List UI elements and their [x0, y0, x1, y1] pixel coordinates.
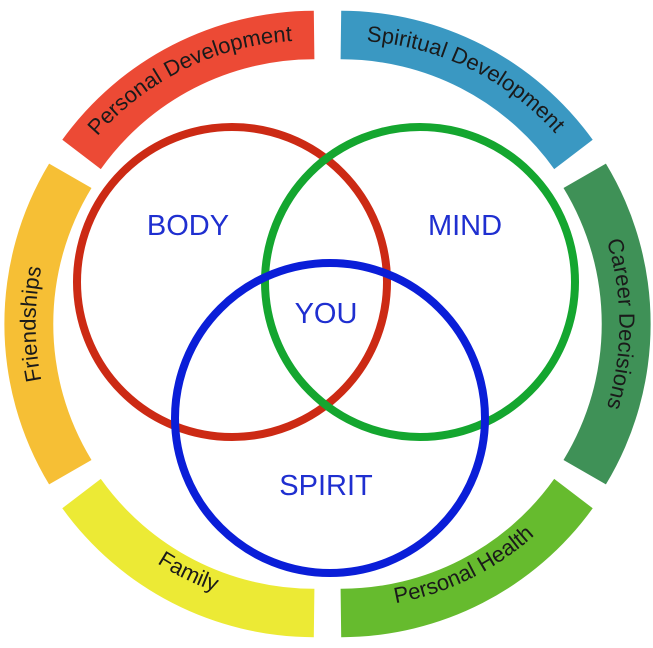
segment-career-decisions [563, 163, 651, 485]
spirit-circle [171, 259, 489, 577]
segment-personal-development [62, 10, 315, 170]
segment-spiritual-development [340, 10, 593, 170]
venn-labels: BODY MIND SPIRIT YOU [147, 210, 502, 502]
venn-circles [73, 123, 579, 577]
mind-circle [261, 123, 579, 441]
outer-ring [4, 10, 651, 638]
spirit-label: SPIRIT [279, 470, 373, 502]
body-label: BODY [147, 210, 229, 242]
segment-personal-health [340, 478, 593, 638]
body-circle [73, 123, 391, 441]
mind-label: MIND [428, 210, 502, 242]
segment-family [62, 478, 315, 638]
segment-friendships [4, 163, 92, 485]
you-label: YOU [295, 298, 358, 330]
